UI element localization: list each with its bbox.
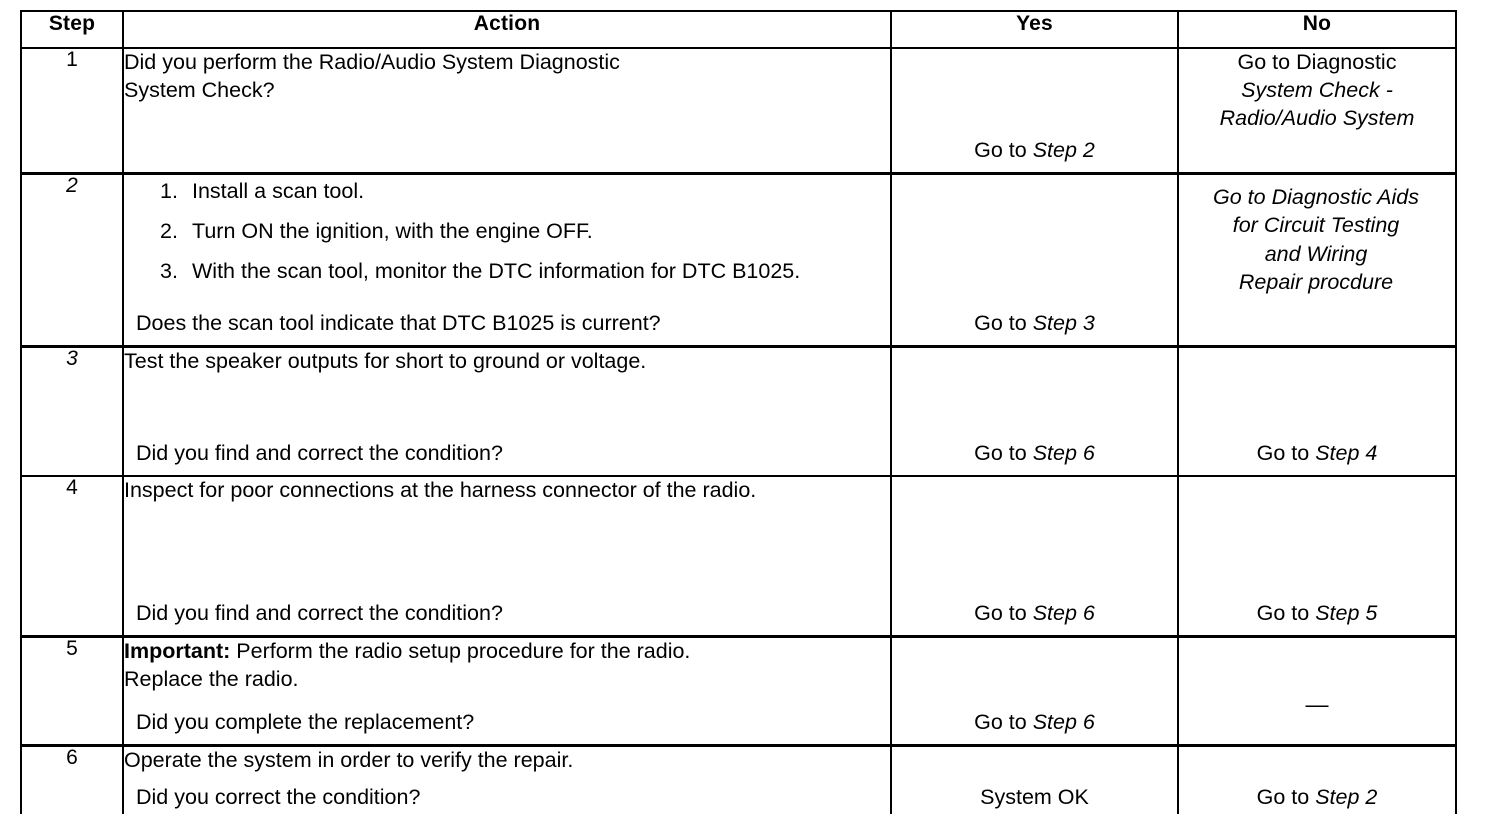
action-important-line: Important: Perform the radio setup proce…	[124, 638, 890, 666]
table-row: 5 Important: Perform the radio setup pro…	[20, 635, 1457, 747]
no-result: Go to Diagnostic Aids for Circuit Testin…	[1175, 183, 1457, 297]
no-result-plain: Go to	[1256, 441, 1316, 466]
yes-result-plain: System OK	[980, 785, 1089, 810]
table-row: 2 Install a scan tool. Turn ON the ignit…	[20, 172, 1457, 348]
step-number-cell: 4	[20, 475, 124, 638]
column-header-step: Step	[20, 10, 124, 49]
yes-result-plain: Go to	[974, 601, 1033, 626]
no-result-line: and Wiring	[1264, 241, 1368, 266]
action-text-line: Perform the radio setup procedure for th…	[230, 639, 691, 663]
yes-cell: Go to Step 2	[890, 47, 1179, 175]
yes-result: Go to Step 3	[892, 310, 1177, 338]
column-header-action: Action	[122, 10, 892, 49]
table-row: 3 Test the speaker outputs for short to …	[20, 345, 1457, 477]
step-number: 5	[66, 637, 78, 660]
action-text-line: System Check?	[124, 77, 275, 102]
no-result: Go to Step 2	[1179, 784, 1455, 812]
no-result-line: Go to Diagnostic Aids	[1213, 185, 1419, 209]
no-result-line: System Check -	[1241, 77, 1393, 102]
action-question: Did you find and correct the condition?	[136, 601, 503, 626]
yes-result-target: Step 3	[1032, 311, 1095, 336]
action-text-line: Operate the system in order to verify th…	[124, 748, 574, 772]
yes-result-target: Step 6	[1032, 710, 1095, 735]
action-question: Did you complete the replacement?	[136, 710, 475, 735]
yes-result-plain: Go to	[974, 138, 1033, 163]
no-result-line: Radio/Audio System	[1219, 105, 1415, 130]
table-row: 4 Inspect for poor connections at the ha…	[20, 475, 1457, 638]
no-result: Go to Step 4	[1179, 440, 1455, 468]
step-number-cell: 6	[20, 744, 124, 814]
action-cell: Install a scan tool. Turn ON the ignitio…	[122, 172, 892, 348]
action-question: Did you correct the condition?	[136, 785, 421, 810]
step-number: 2	[66, 174, 78, 197]
step-number: 3	[66, 347, 78, 370]
action-cell: Did you perform the Radio/Audio System D…	[122, 47, 892, 175]
no-result-target: Step 2	[1315, 785, 1378, 810]
action-cell: Operate the system in order to verify th…	[122, 744, 892, 814]
yes-result: System OK	[892, 784, 1177, 812]
step-number: 1	[66, 48, 78, 71]
no-cell: Go to Diagnostic Aids for Circuit Testin…	[1175, 172, 1457, 348]
yes-result-plain: Go to	[974, 441, 1033, 466]
action-cell: Important: Perform the radio setup proce…	[122, 635, 892, 747]
no-result-target: Step 5	[1315, 601, 1378, 626]
list-item: With the scan tool, monitor the DTC info…	[160, 258, 801, 285]
no-result-plain: Go to	[1256, 785, 1316, 810]
yes-result-target: Step 6	[1032, 601, 1095, 626]
no-result-dash: —	[1305, 691, 1329, 717]
step-number-cell: 3	[20, 345, 124, 477]
no-cell: Go to Step 2	[1177, 744, 1457, 814]
column-header-yes: Yes	[890, 10, 1179, 49]
action-ordered-list: Install a scan tool. Turn ON the ignitio…	[124, 178, 890, 285]
no-cell: Go to Step 5	[1177, 475, 1457, 638]
step-number: 6	[66, 746, 78, 769]
list-item: Turn ON the ignition, with the engine OF…	[160, 218, 593, 245]
action-cell: Test the speaker outputs for short to gr…	[122, 345, 892, 477]
step-number-cell: 2	[20, 172, 124, 348]
yes-cell: System OK	[890, 744, 1179, 814]
no-result-line: Go to Diagnostic	[1237, 50, 1397, 74]
no-cell: Go to Diagnostic System Check - Radio/Au…	[1177, 47, 1457, 175]
no-result: Go to Step 5	[1179, 600, 1455, 628]
table-row: 1 Did you perform the Radio/Audio System…	[20, 47, 1457, 175]
yes-result-plain: Go to	[974, 311, 1033, 336]
column-header-no: No	[1177, 10, 1457, 49]
no-cell: Go to Step 4	[1177, 345, 1457, 477]
yes-cell: Go to Step 6	[890, 635, 1179, 747]
yes-result: Go to Step 6	[892, 709, 1177, 737]
table-header-row: Step Action Yes No	[20, 10, 1457, 49]
yes-result-target: Step 6	[1032, 441, 1095, 466]
action-cell: Inspect for poor connections at the harn…	[122, 475, 892, 638]
diagnostic-step-table: Step Action Yes No 1 Did you perform the…	[20, 10, 1457, 814]
yes-cell: Go to Step 6	[890, 345, 1179, 477]
step-number: 4	[66, 476, 78, 499]
yes-result: Go to Step 2	[892, 137, 1177, 165]
step-number-cell: 1	[20, 47, 124, 175]
important-label: Important:	[124, 639, 231, 663]
action-question: Does the scan tool indicate that DTC B10…	[136, 311, 661, 336]
action-text-line: Test the speaker outputs for short to gr…	[124, 349, 647, 373]
yes-cell: Go to Step 6	[890, 475, 1179, 638]
yes-result-plain: Go to	[974, 710, 1033, 735]
no-result-line: Repair procdure	[1238, 270, 1394, 295]
yes-cell: Go to Step 3	[890, 172, 1179, 348]
yes-result-target: Step 2	[1032, 138, 1095, 163]
no-result-plain: Go to	[1256, 601, 1316, 626]
action-text-line: Replace the radio.	[124, 666, 299, 691]
no-cell: —	[1177, 635, 1457, 747]
action-text-line: Inspect for poor connections at the harn…	[124, 478, 757, 502]
yes-result: Go to Step 6	[892, 440, 1177, 468]
no-result-target: Step 4	[1315, 441, 1378, 466]
no-result: Go to Diagnostic System Check - Radio/Au…	[1179, 49, 1455, 133]
list-item: Install a scan tool.	[160, 178, 365, 205]
action-text-line: Did you perform the Radio/Audio System D…	[124, 50, 620, 74]
no-result-line: for Circuit Testing	[1232, 213, 1400, 238]
action-question: Did you find and correct the condition?	[136, 441, 503, 466]
yes-result: Go to Step 6	[892, 600, 1177, 628]
table-row: 6 Operate the system in order to verify …	[20, 744, 1457, 814]
step-number-cell: 5	[20, 635, 124, 747]
